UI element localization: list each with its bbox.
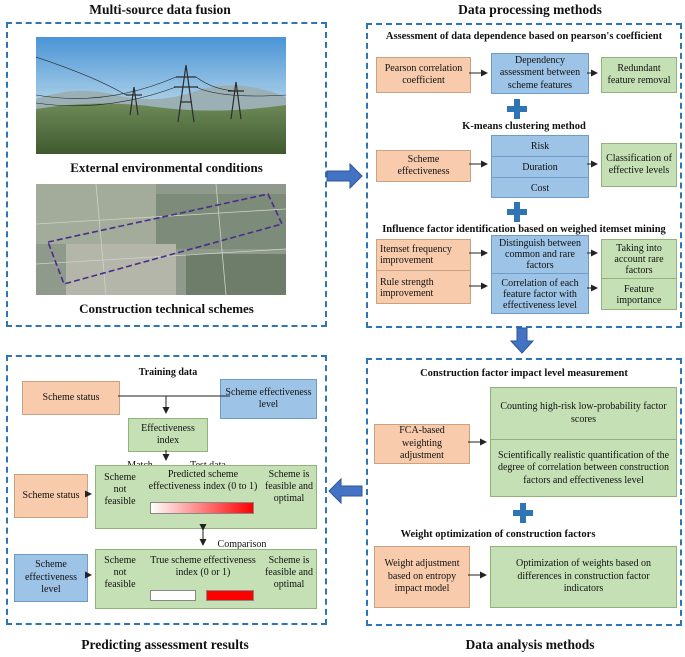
duration-cell: Duration [492,157,588,178]
entropy-weight-box: Weight adjustment based on entropy impac… [374,546,470,608]
scheme-status-box: Scheme status [22,381,120,415]
environment-caption: External environmental conditions [70,160,263,175]
satellite-map-photo [36,184,286,295]
kmeans-section-title: K-means clustering method [462,121,586,132]
impact-measurement-title: Construction factor impact level measure… [420,368,628,379]
rule-strength-cell: Rule strength improvement [380,276,434,299]
predicted-result-box: Scheme not feasible Predicted scheme eff… [95,465,317,529]
processing-panel-title: Data processing methods [458,2,602,17]
transmission-towers-photo [36,37,286,154]
pearson-coefficient-box: Pearson correlation coefficient [376,57,471,93]
risk-cell: Risk [492,136,588,157]
not-feasible-label: Scheme not feasible [104,472,136,507]
kmeans-attributes-box: Risk Duration Cost [491,135,589,198]
effectiveness-level-test-box: Scheme effectiveness level [14,554,88,602]
predicting-panel: Training data Scheme status Scheme effec… [6,355,327,625]
flow-arrow-left-icon [328,477,363,505]
common-rare-cell: Distinguish between common and rare fact… [492,236,588,274]
rare-factors-box: Taking into account rare factors Feature… [601,239,677,310]
weight-optimization-box: Optimization of weights based on differe… [490,546,677,608]
flow-arrow-right-icon [326,162,363,190]
scheme-effectiveness-box: Scheme effectiveness [376,150,471,182]
true-index-one-box [206,590,254,601]
training-data-label: Training data [138,367,198,378]
comparison-label: Comparison [217,539,267,550]
predicted-index-label: Predicted scheme effectiveness index (0 … [148,469,258,492]
weight-optimization-title: Weight optimization of construction fact… [400,529,596,540]
true-index-label: True scheme effectiveness index (0 or 1) [150,555,256,578]
itemset-frequency-cell: Itemset frequency improvement [377,240,470,271]
predicted-gradient-bar [150,502,254,514]
pearson-section-title: Assessment of data dependence based on p… [385,31,663,42]
plus-icon [507,202,527,222]
schemes-caption: Construction technical schemes [79,301,254,316]
predicting-panel-title: Predicting assessment results [81,637,249,652]
impact-results-box: Counting high-risk low-probability facto… [490,387,677,497]
fusion-panel-title: Multi-source data fusion [89,2,231,17]
scheme-status-test-box: Scheme status [14,474,88,518]
not-feasible-label-2: Scheme not feasible [104,555,136,590]
factor-distinction-box: Distinguish between common and rare fact… [491,235,589,314]
rare-factors-cell: Taking into account rare factors [602,240,676,279]
feature-correlation-cell: Correlation of each feature factor with … [501,277,579,311]
analysis-panel: Construction factor impact level measure… [366,358,682,626]
fusion-panel: External environmental conditions Constr… [6,22,327,327]
processing-panel: Assessment of data dependence based on p… [366,23,682,328]
flow-arrow-down-icon [509,327,535,354]
high-risk-scores-cell: Counting high-risk low-probability facto… [491,388,676,440]
dependency-assessment-box: Dependency assessment between scheme fea… [491,53,589,94]
effectiveness-level-box: Scheme effectiveness level [220,379,317,419]
feasible-label-2: Scheme is feasible and optimal [264,555,314,590]
itemset-section-title: Influence factor identification based on… [382,224,666,235]
plus-icon [513,503,533,523]
analysis-panel-title: Data analysis methods [465,637,595,652]
true-index-zero-box [150,590,196,601]
plus-icon [507,99,527,119]
correlation-quantification-cell: Scientifically realistic quantification … [497,449,670,486]
redundant-removal-box: Redundant feature removal [601,57,677,93]
feasible-label: Scheme is feasible and optimal [264,469,314,504]
itemset-improvement-box: Itemset frequency improvement Rule stren… [376,239,471,304]
fca-weighting-box: FCA-based weighting adjustment [374,424,470,464]
true-result-box: Scheme not feasible True scheme effectiv… [95,549,317,609]
feature-importance-cell: Feature importance [616,283,662,306]
effective-levels-box: Classification of effective levels [601,143,677,187]
effectiveness-index-box: Effectiveness index [128,418,208,452]
cost-cell: Cost [530,182,550,194]
